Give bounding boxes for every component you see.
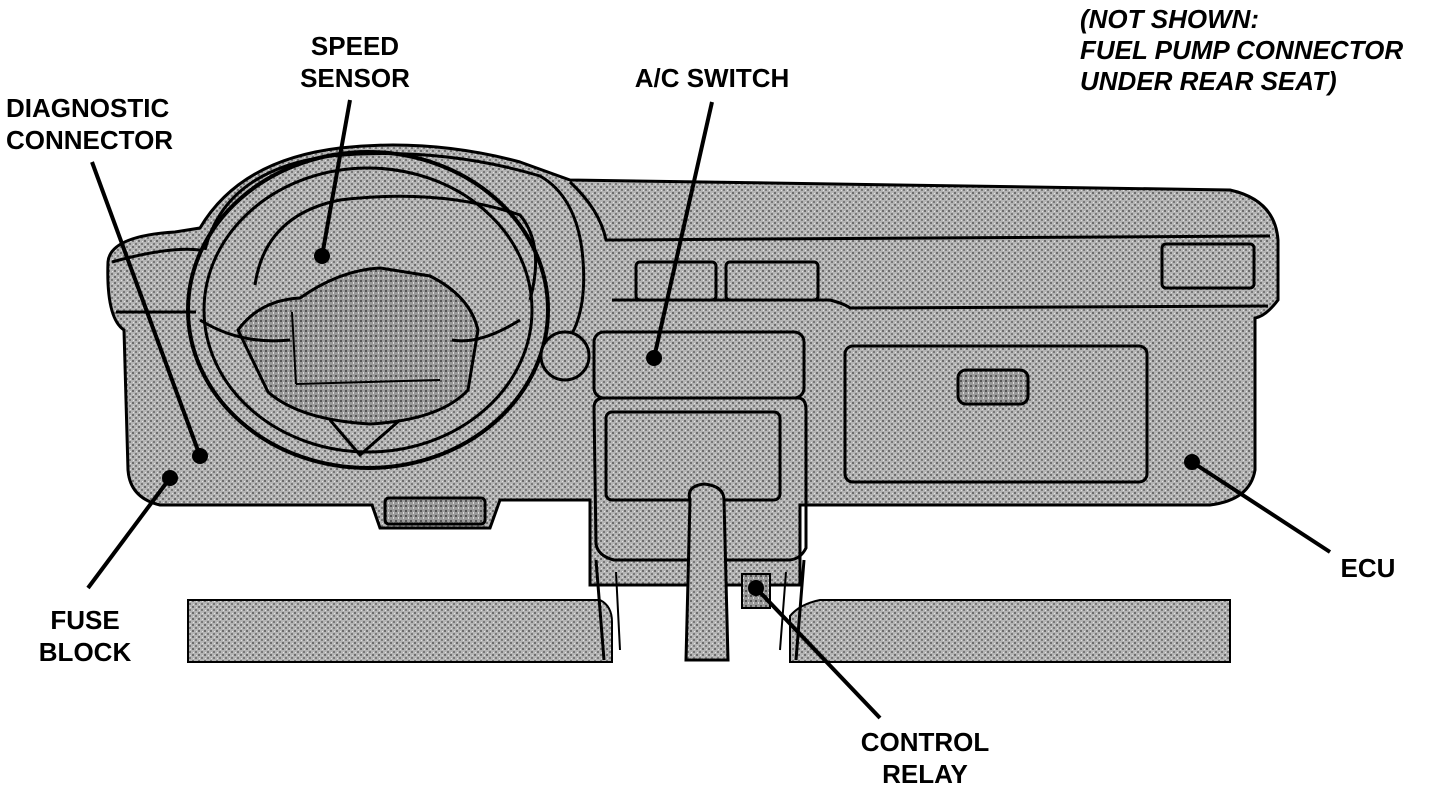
lower-left-vent bbox=[385, 498, 485, 524]
note-line-2: FUEL PUMP CONNECTOR bbox=[1080, 35, 1403, 66]
ac-switch-label: A/C SWITCH bbox=[620, 62, 804, 94]
diagnostic-connector-label-line-2: CONNECTOR bbox=[6, 124, 192, 156]
round-knob bbox=[541, 332, 589, 380]
control-relay-label: CONTROL RELAY bbox=[850, 726, 1000, 790]
ac-switch-label-line-1: A/C SWITCH bbox=[620, 62, 804, 94]
shifter-boot bbox=[686, 484, 728, 660]
note-line-1: (NOT SHOWN: bbox=[1080, 4, 1403, 35]
glove-box bbox=[845, 346, 1147, 482]
ac-control-panel bbox=[594, 332, 804, 398]
floor-carpet-right bbox=[790, 600, 1230, 662]
right-dash-vent bbox=[1162, 244, 1254, 288]
center-vent-right bbox=[726, 262, 818, 300]
diagnostic-connector-label: DIAGNOSTIC CONNECTOR bbox=[6, 92, 192, 156]
ecu-leader bbox=[1192, 462, 1330, 552]
fuse-block-label-line-1: FUSE bbox=[30, 604, 140, 636]
control-relay-label-line-2: RELAY bbox=[850, 758, 1000, 790]
diagnostic-connector-label-line-1: DIAGNOSTIC bbox=[6, 92, 192, 124]
not-shown-note: (NOT SHOWN: FUEL PUMP CONNECTOR UNDER RE… bbox=[1080, 4, 1403, 97]
glove-box-latch bbox=[958, 370, 1028, 404]
speed-sensor-label-line-2: SENSOR bbox=[290, 62, 420, 94]
speed-sensor-label: SPEED SENSOR bbox=[290, 30, 420, 94]
ecu-label-line-1: ECU bbox=[1330, 552, 1406, 584]
fuse-block-leader bbox=[88, 478, 170, 588]
fuse-block-label: FUSE BLOCK bbox=[30, 604, 140, 668]
floor-carpet bbox=[188, 600, 612, 662]
fuse-block-label-line-2: BLOCK bbox=[30, 636, 140, 668]
control-relay-label-line-1: CONTROL bbox=[850, 726, 1000, 758]
ecu-label: ECU bbox=[1330, 552, 1406, 584]
speed-sensor-label-line-1: SPEED bbox=[290, 30, 420, 62]
note-line-3: UNDER REAR SEAT) bbox=[1080, 66, 1403, 97]
